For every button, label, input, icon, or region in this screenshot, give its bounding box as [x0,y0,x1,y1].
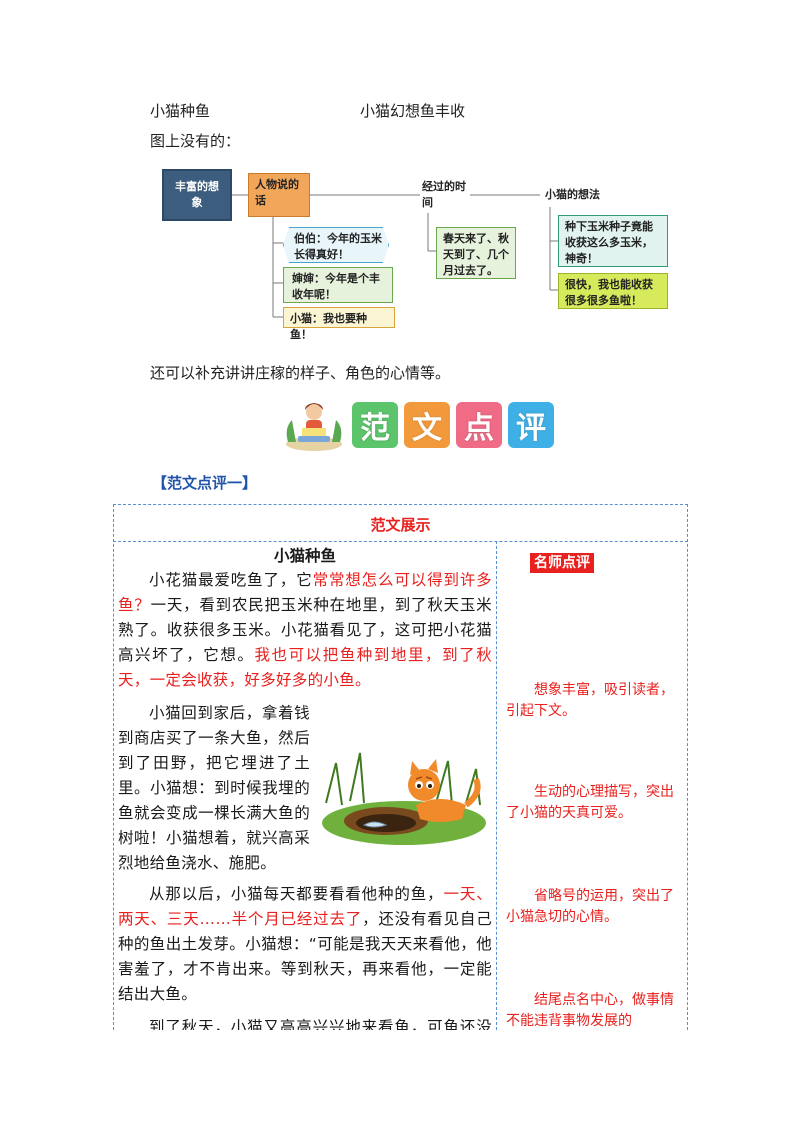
comment-2: 生动的心理描写，突出了小猫的天真可爱。 [506,784,674,821]
comment-header: 名师点评 [530,553,594,573]
mindmap-connectors [232,194,558,318]
essay-paragraph-2-wrap: 小猫回到家后，拿着钱到商店买了一条大鱼，然后到了田野，把它埋进了土里。小猫想：到… [118,701,492,1007]
right-title: 小猫幻想鱼丰收 [360,102,466,120]
section-title: 【范文点评一】 [152,474,258,492]
mindmap-thought-fish: 很快，我也能收获很多很多鱼啦！ [558,273,668,309]
mindmap-bubble-uncle: 伯伯：今年的玉米长得真好！ [283,227,389,263]
kitten-digging-illustration [322,752,486,845]
essay-title: 小猫种鱼 [273,547,336,565]
mindmap-root: 丰富的想象 [162,169,232,221]
comment-1: 想象丰富，吸引读者，引起下文。 [506,682,674,719]
mindmap-time-label: 经过的时间 [422,180,466,209]
subhead: 图上没有的： [150,132,241,150]
mindmap-time-box: 春天来了、秋天到了、几个月过去了。 [436,227,516,279]
table-header-divider [113,541,688,542]
banner-char-4: 评 [508,402,554,448]
mindmap-bubble-aunt: 婶婶：今年是个丰收年呢！ [283,267,393,303]
review-banner: 范 文 点 评 [282,398,554,452]
table-column-divider [496,541,497,1030]
comment-4: 结尾点名中心，做事情不能违背事物发展的 [506,992,674,1029]
banner-char-2: 文 [404,402,450,448]
mindmap-thought-label: 小猫的想法 [545,188,600,201]
supplement-text: 还可以补充讲讲庄稼的样子、角色的心情等。 [150,364,451,382]
left-title: 小猫种鱼 [150,102,211,120]
mindmap: 丰富的想象 人物说的话 伯伯：今年的玉米长得真好！ 婶婶：今年是个丰收年呢！ 小… [160,165,680,341]
essay-column: 小猫种鱼 小花猫最爱吃鱼了，它常常想怎么可以得到许多鱼？一天，看到农民把玉米种在… [118,546,492,1030]
essay-paragraph-4: 到了秋天，小猫又高高兴兴地来看鱼，可鱼还没有发芽，小猫往土里一摸，摸到了一个扎手… [149,1018,492,1030]
mindmap-bubble-cat: 小猫：我也要种鱼！ [283,307,395,341]
essay-paragraph-1: 小花猫最爱吃鱼了，它常常想怎么可以得到许多鱼？一天，看到农民把玉米种在地里，到了… [118,571,492,689]
essay-table [113,504,688,1030]
mindmap-people-node: 人物说的话 [248,173,310,217]
girl-reading-illustration [286,403,342,451]
essay-paragraph-2: 小猫回到家后，拿着钱到商店买了一条大鱼，然后到了田野，把它埋进了土里。小猫想：到… [118,704,310,872]
banner-char-1: 范 [352,402,398,448]
highlight-ellipsis: 一天、两天、三天……半个月已经过去了 [118,885,492,928]
mindmap-thought-corn: 种下玉米种子竟能收获这么多玉米，神奇！ [558,215,668,267]
highlight-question: 常常想怎么可以得到许多鱼？ [118,571,492,614]
highlight-thought: 我也可以把鱼种到地里，到了秋天，一定会收获，好多好多的小鱼。 [118,646,492,689]
comment-3: 省略号的运用，突出了小猫急切的心情。 [506,888,674,925]
essay-paragraph-3: 从那以后，小猫每天都要看看他种的鱼，一天、两天、三天……半个月已经过去了，还没有… [118,885,492,1003]
banner-char-3: 点 [456,402,502,448]
table-header: 范文展示 [370,516,431,534]
